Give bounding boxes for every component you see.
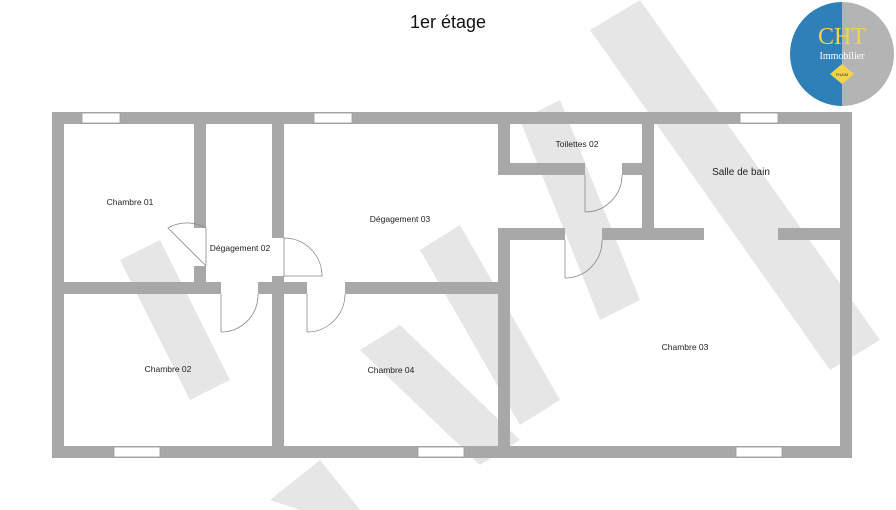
room-label-chambre-04: Chambre 04: [368, 365, 415, 375]
room-label-chambre-03: Chambre 03: [662, 342, 709, 352]
logo-brand: CHT: [818, 24, 866, 50]
doors: [167, 174, 623, 333]
logo-badge: FNAIM: [836, 72, 848, 77]
windows: [81, 112, 783, 458]
room-label-toilettes-02: Toilettes 02: [556, 139, 599, 149]
room-label-degagement-02: Dégagement 02: [210, 243, 271, 253]
room-label-degagement-03: Dégagement 03: [370, 214, 431, 224]
walls: [52, 112, 852, 458]
room-label-chambre-02: Chambre 02: [145, 364, 192, 374]
cht-logo: CHT Immobilier FNAIM: [790, 2, 894, 106]
logo-subtitle: Immobilier: [820, 51, 866, 62]
room-label-chambre-01: Chambre 01: [107, 197, 154, 207]
room-label-salle-de-bain: Salle de bain: [712, 167, 770, 178]
watermark: [120, 0, 880, 510]
plan-title: 1er étage: [409, 12, 487, 32]
